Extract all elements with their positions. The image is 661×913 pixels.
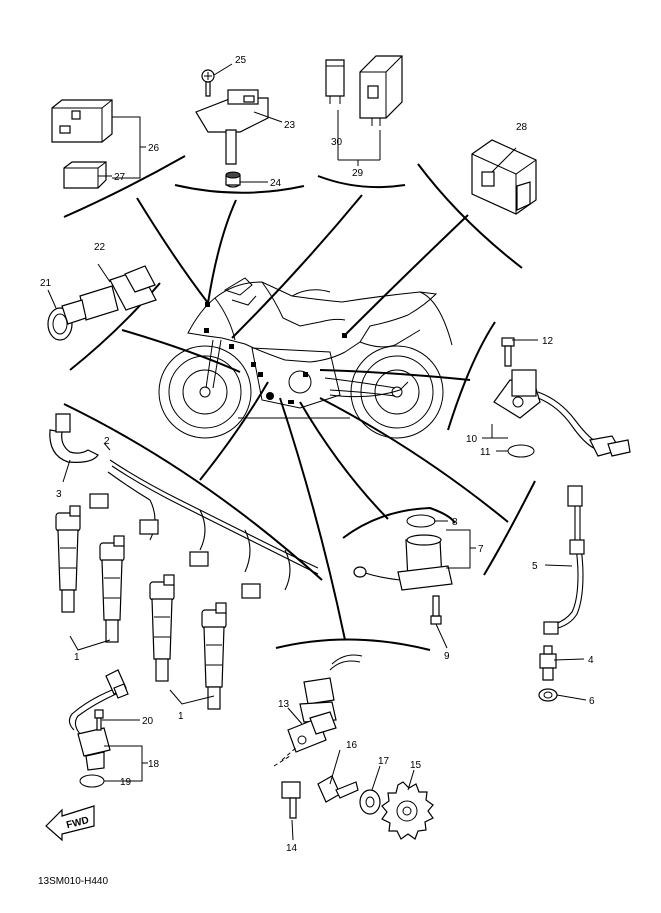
callout-25: 25 xyxy=(235,55,247,66)
grommet-24-part xyxy=(225,171,241,188)
sensor-4-part xyxy=(539,645,557,681)
callout-5: 5 xyxy=(532,561,538,572)
callout-14: 14 xyxy=(286,843,298,854)
callout-15: 15 xyxy=(410,760,422,771)
coil-1d-part xyxy=(201,602,227,710)
washer-17-part xyxy=(359,789,381,815)
callout-1a: 1 xyxy=(74,652,80,663)
connector-30-part xyxy=(325,59,345,104)
coil-1b-part xyxy=(99,535,125,643)
bracket-1b xyxy=(169,689,215,705)
callout-23: 23 xyxy=(284,120,296,131)
callout-10: 10 xyxy=(466,434,478,445)
bolt-12-part xyxy=(501,337,515,367)
bracket-10 xyxy=(482,424,508,439)
callout-28: 28 xyxy=(516,122,528,133)
sensor-5-part xyxy=(543,485,585,635)
module-28-part xyxy=(471,139,537,215)
callout-22: 22 xyxy=(94,242,106,253)
washer-6 xyxy=(538,688,558,702)
callout-12: 12 xyxy=(542,336,554,347)
sensor-18-part xyxy=(68,669,129,771)
callout-4: 4 xyxy=(588,655,594,666)
bracket-1a xyxy=(69,635,111,651)
bracket-top-left xyxy=(63,155,186,218)
motorcycle xyxy=(158,277,453,439)
diagram-code: 13SM010-H440 xyxy=(38,876,108,887)
callout-13: 13 xyxy=(278,699,290,710)
sensor-23-part xyxy=(195,89,269,165)
relay-29-part xyxy=(359,55,403,126)
relay-base-27-part xyxy=(63,161,107,189)
screw-25-part xyxy=(201,69,215,97)
callout-8: 8 xyxy=(452,517,458,528)
callout-9: 9 xyxy=(444,651,450,662)
harness-2-part xyxy=(89,459,319,599)
callout-16: 16 xyxy=(346,740,358,751)
bolt-14-part xyxy=(281,781,301,819)
pickup-13-part xyxy=(273,654,363,767)
callout-numbers: 1 1 2 3 4 5 6 7 8 9 10 11 12 13 14 15 16… xyxy=(40,55,595,854)
callout-30: 30 xyxy=(331,137,343,148)
bracket-top-mid xyxy=(317,175,406,189)
bracket-ignition xyxy=(63,403,323,581)
bracket-top-center xyxy=(174,184,305,194)
bracket-crank xyxy=(342,506,456,539)
callout-21: 21 xyxy=(40,278,52,289)
bolt-9-part xyxy=(430,595,442,625)
bolt-16-part xyxy=(317,775,359,803)
bracket-18 xyxy=(104,745,148,782)
bracket-29 xyxy=(337,110,381,166)
callout-27: 27 xyxy=(114,172,126,183)
coil-1c-part xyxy=(149,574,175,682)
bracket-pickup xyxy=(275,638,431,651)
o-ring-11 xyxy=(507,444,535,458)
callout-24: 24 xyxy=(270,178,282,189)
callout-20: 20 xyxy=(142,716,154,727)
sensor-7-part xyxy=(353,534,453,591)
bracket-7 xyxy=(446,529,476,569)
coil-1a-part xyxy=(55,505,81,613)
callout-7: 7 xyxy=(478,544,484,555)
o-ring-19 xyxy=(79,774,105,788)
clamp-3-part xyxy=(49,413,99,463)
callout-11: 11 xyxy=(480,447,491,458)
relay-26-part xyxy=(51,99,113,143)
callout-leaders xyxy=(47,63,587,841)
callout-3: 3 xyxy=(56,489,62,500)
bracket-speed xyxy=(483,480,536,576)
leader-lines xyxy=(121,194,509,641)
sensor-22-part xyxy=(61,265,157,325)
bracket-right-sensor xyxy=(447,321,496,431)
callout-18: 18 xyxy=(148,759,160,770)
fwd-arrow-icon xyxy=(45,805,95,842)
callout-29: 29 xyxy=(352,168,364,179)
callout-26: 26 xyxy=(148,143,160,154)
fwd-label: FWD xyxy=(65,815,90,831)
bracket-26 xyxy=(112,116,141,179)
o-ring-8 xyxy=(406,514,436,528)
callout-19: 19 xyxy=(120,777,132,788)
callout-2: 2 xyxy=(104,436,110,447)
sensor-10-part xyxy=(493,369,631,457)
rotor-15-part xyxy=(381,781,434,840)
callout-17: 17 xyxy=(378,756,390,767)
callout-1b: 1 xyxy=(178,711,184,722)
callout-6: 6 xyxy=(589,696,595,707)
